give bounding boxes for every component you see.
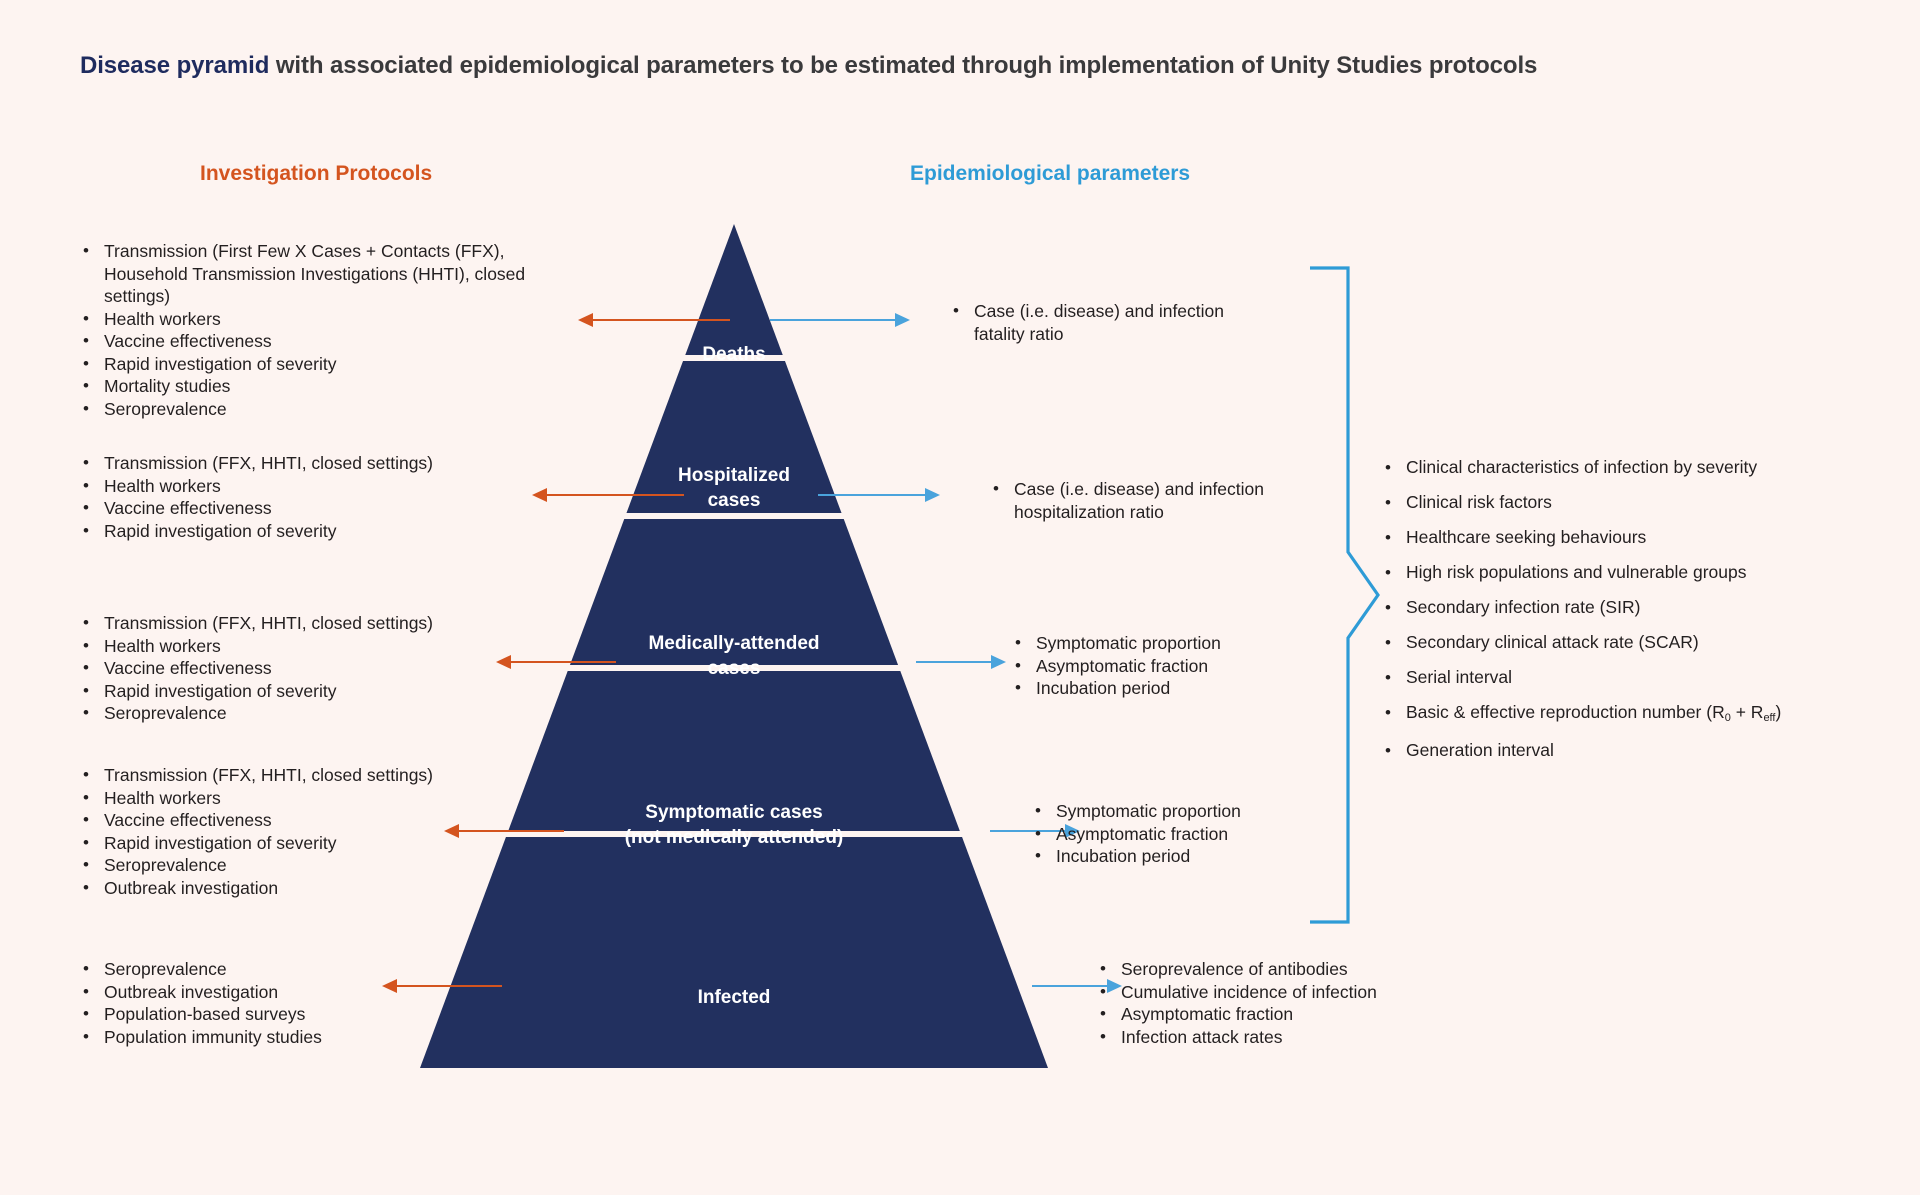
protocols-block-infected: SeroprevalenceOutbreak investigationPopu… (78, 958, 508, 1048)
list-item: Asymptomatic fraction (1030, 823, 1330, 846)
list-item: Transmission (FFX, HHTI, closed settings… (78, 452, 508, 475)
protocols-list-symptomatic: Transmission (FFX, HHTI, closed settings… (78, 764, 508, 899)
list-item: Vaccine effectiveness (78, 497, 508, 520)
list-item: Seroprevalence (78, 854, 508, 877)
list-item: Basic & effective reproduction number (R… (1380, 695, 1860, 733)
list-item: Seroprevalence (78, 958, 508, 981)
list-item: Health workers (78, 475, 508, 498)
title-rest: with associated epidemiological paramete… (269, 52, 1538, 79)
list-item: Cumulative incidence of infection (1095, 981, 1455, 1004)
list-item: Rapid investigation of severity (78, 353, 548, 376)
list-item: Vaccine effectiveness (78, 330, 548, 353)
arrow-right-medically-attended (916, 655, 1006, 669)
title-accent: Disease pyramid (80, 52, 270, 79)
list-item: Asymptomatic fraction (1010, 655, 1310, 678)
list-item: Vaccine effectiveness (78, 809, 508, 832)
parameters-block-infected: Seroprevalence of antibodiesCumulative i… (1095, 958, 1455, 1048)
parameters-list-hospitalized: Case (i.e. disease) and infection hospit… (988, 478, 1308, 523)
list-item: Mortality studies (78, 375, 548, 398)
protocols-list-deaths: Transmission (First Few X Cases + Contac… (78, 240, 548, 420)
list-item: Population immunity studies (78, 1026, 508, 1049)
page-title: Disease pyramid with associated epidemio… (80, 52, 1537, 80)
list-item: Health workers (78, 308, 548, 331)
protocols-block-symptomatic: Transmission (FFX, HHTI, closed settings… (78, 764, 508, 899)
list-item: Serial interval (1380, 660, 1860, 695)
list-item: Clinical risk factors (1380, 485, 1860, 520)
list-item: Vaccine effectiveness (78, 657, 508, 680)
list-item: Rapid investigation of severity (78, 832, 508, 855)
parameters-block-medically-attended: Symptomatic proportionAsymptomatic fract… (1010, 632, 1310, 700)
list-item: Rapid investigation of severity (78, 520, 508, 543)
list-item: Seroprevalence (78, 398, 548, 421)
list-item: Case (i.e. disease) and infection fatali… (948, 300, 1248, 345)
list-item: Clinical characteristics of infection by… (1380, 450, 1860, 485)
protocols-block-medically-attended: Transmission (FFX, HHTI, closed settings… (78, 612, 508, 725)
list-item: Health workers (78, 787, 508, 810)
pyramid-tier-infected (420, 837, 1048, 1068)
list-item: Outbreak investigation (78, 877, 508, 900)
parameters-list-symptomatic: Symptomatic proportionAsymptomatic fract… (1030, 800, 1330, 868)
list-item: Infection attack rates (1095, 1026, 1455, 1049)
list-item: High risk populations and vulnerable gro… (1380, 555, 1860, 590)
pyramid-label-medically-attended: Medically-attended cases (648, 633, 820, 679)
protocols-block-deaths: Transmission (First Few X Cases + Contac… (78, 240, 548, 420)
list-item: Outbreak investigation (78, 981, 508, 1004)
list-item: Case (i.e. disease) and infection hospit… (988, 478, 1308, 523)
list-item: Symptomatic proportion (1030, 800, 1330, 823)
arrow-left-deaths (578, 313, 730, 327)
list-item: Incubation period (1010, 677, 1310, 700)
parameters-block-hospitalized: Case (i.e. disease) and infection hospit… (988, 478, 1308, 523)
cross-cutting-parameters-block: Clinical characteristics of infection by… (1380, 450, 1860, 768)
arrow-left-medically-attended (496, 655, 616, 669)
arrow-left-hospitalized (532, 488, 684, 502)
list-item: Seroprevalence of antibodies (1095, 958, 1455, 981)
pyramid-label-hospitalized: Hospitalized cases (678, 465, 790, 511)
list-item: Transmission (First Few X Cases + Contac… (78, 240, 548, 308)
parameters-list-infected: Seroprevalence of antibodiesCumulative i… (1095, 958, 1455, 1048)
list-item: Generation interval (1380, 733, 1860, 768)
header-epidemiological-parameters: Epidemiological parameters (910, 162, 1191, 185)
disease-pyramid (420, 224, 1048, 1068)
arrow-right-hospitalized (818, 488, 940, 502)
protocols-block-hospitalized: Transmission (FFX, HHTI, closed settings… (78, 452, 508, 542)
pyramid-label-symptomatic: Symptomatic cases (not medically attende… (624, 802, 844, 848)
list-item: Secondary clinical attack rate (SCAR) (1380, 625, 1860, 660)
protocols-list-infected: SeroprevalenceOutbreak investigationPopu… (78, 958, 508, 1048)
list-item: Health workers (78, 635, 508, 658)
parameters-block-deaths: Case (i.e. disease) and infection fatali… (948, 300, 1248, 345)
parameters-list-deaths: Case (i.e. disease) and infection fatali… (948, 300, 1248, 345)
list-item: Incubation period (1030, 845, 1330, 868)
list-item: Population-based surveys (78, 1003, 508, 1026)
pyramid-label-infected: Infected (697, 987, 771, 1008)
list-item: Transmission (FFX, HHTI, closed settings… (78, 764, 508, 787)
list-item: Secondary infection rate (SIR) (1380, 590, 1860, 625)
protocols-list-medically-attended: Transmission (FFX, HHTI, closed settings… (78, 612, 508, 725)
protocols-list-hospitalized: Transmission (FFX, HHTI, closed settings… (78, 452, 508, 542)
cross-cutting-parameters-list: Clinical characteristics of infection by… (1380, 450, 1860, 768)
pyramid-label-deaths: Deaths (702, 344, 766, 365)
list-item: Seroprevalence (78, 702, 508, 725)
cross-cutting-brace (1310, 266, 1380, 924)
list-item: Healthcare seeking behaviours (1380, 520, 1860, 555)
header-investigation-protocols: Investigation Protocols (200, 162, 433, 185)
parameters-list-medically-attended: Symptomatic proportionAsymptomatic fract… (1010, 632, 1310, 700)
list-item: Transmission (FFX, HHTI, closed settings… (78, 612, 508, 635)
list-item: Rapid investigation of severity (78, 680, 508, 703)
list-item: Symptomatic proportion (1010, 632, 1310, 655)
list-item: Asymptomatic fraction (1095, 1003, 1455, 1026)
parameters-block-symptomatic: Symptomatic proportionAsymptomatic fract… (1030, 800, 1330, 868)
arrow-right-deaths (770, 313, 910, 327)
